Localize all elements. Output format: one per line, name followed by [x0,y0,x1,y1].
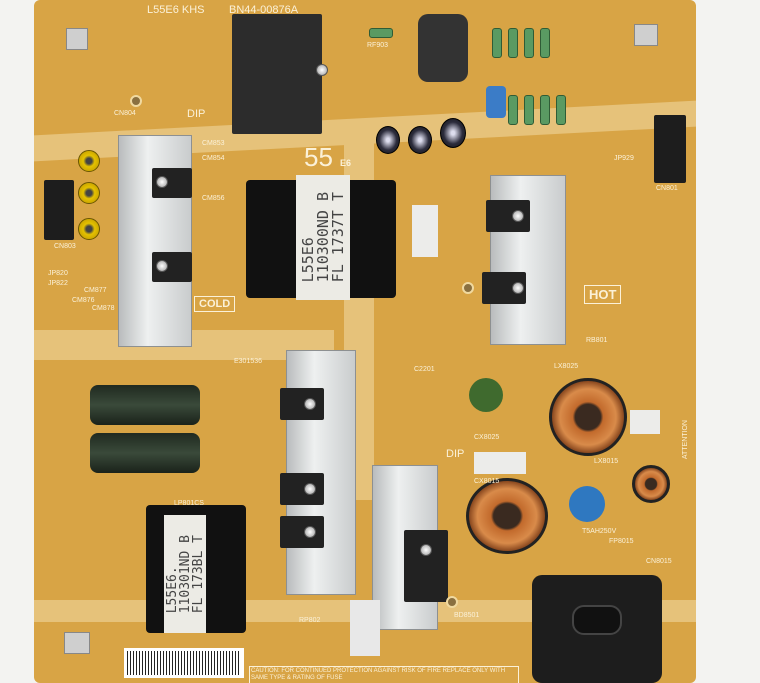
disc-capacitor [569,486,605,522]
ref-label: FP8015 [609,538,634,545]
ref-label: CM878 [92,305,115,312]
capacitor [440,118,466,148]
mounting-clip [634,24,658,46]
dip-label: DIP [187,108,206,120]
ref-label: RP802 [299,617,321,624]
resistor [524,28,534,58]
resistor [508,28,518,58]
x-capacitor [630,410,660,434]
ref-label: CX8015 [474,478,500,485]
output-connector [44,180,74,240]
mosfet [152,168,192,198]
ref-label: CN8015 [646,558,672,565]
ref-label: JP822 [48,280,68,287]
resistor [492,28,502,58]
capacitor [376,126,400,154]
ref-label: CN803 [54,243,76,250]
part-number-label: BN44-00876A [229,4,299,16]
ref-label: CN801 [656,185,678,192]
resistor [369,28,393,38]
electrolytic-capacitor [90,385,200,425]
resistor [540,28,550,58]
attention-label: ATTENTION [682,420,689,460]
screw-icon [316,64,328,76]
screw-icon [156,260,168,272]
pcb-board: L55E6 KHS BN44-00876A 55 E6 COLD HOT DIP… [34,0,696,683]
ac-socket [572,605,622,635]
ac-inlet [532,575,662,683]
inductor-cover [232,14,328,134]
screw-icon [512,282,524,294]
power-inductor [418,14,468,82]
transformer-label: L55E6 110300ND B FL 1737T T [296,175,350,300]
mounting-clip [64,632,90,654]
bridge-rectifier [404,530,448,602]
hot-label: HOT [584,285,622,304]
common-mode-choke [466,478,548,554]
screw-icon [304,398,316,410]
transformer-lot: FL 1737T T [328,192,347,283]
x-capacitor [412,205,438,257]
ref-label: CM856 [202,195,225,202]
ref-label: RB801 [586,337,608,344]
small-choke [632,465,670,503]
ref-label: CX8025 [474,434,500,441]
mosfet [280,473,324,505]
screw-icon [420,544,432,556]
ref-label: JP820 [48,270,68,277]
barcode-sticker [124,648,244,678]
film-capacitor [486,86,506,118]
mosfet [482,272,526,304]
dip-label: DIP [446,448,465,460]
resistor [540,95,550,125]
capacitor [408,126,432,154]
heatsink [118,135,192,347]
ref-label: CM853 [202,140,225,147]
fuse-rating-label: T5AH250V [582,528,617,535]
common-mode-choke [549,378,627,456]
ref-label: CM854 [202,155,225,162]
ref-label: JP929 [614,155,634,162]
mounting-hole [130,95,142,107]
mosfet [280,388,324,420]
capacitor [78,182,100,204]
mosfet [280,516,324,548]
x-capacitor [350,600,380,656]
size-mark: 55 [304,142,333,172]
ref-label: CM877 [84,287,107,294]
mosfet [486,200,530,232]
ref-label: LX8015 [594,458,619,465]
screw-icon [156,176,168,188]
screw-icon [304,526,316,538]
ref-label: C2201 [414,366,435,373]
mounting-hole [462,282,474,294]
mounting-clip [66,28,88,50]
mounting-hole [446,596,458,608]
screw-icon [512,210,524,222]
ref-label: LP801CS [174,500,204,507]
ref-label: LX8025 [554,363,579,370]
electrolytic-capacitor [90,433,200,473]
ref-label: CM876 [72,297,95,304]
caution-label: CAUTION: FOR CONTINUED PROTECTION AGAINS… [249,666,519,683]
series-mark: E6 [340,158,352,168]
ref-label: RF903 [367,42,389,49]
mosfet [152,252,192,282]
output-connector [654,115,686,183]
transformer-label: L55E6. 110301ND B FL 173BL T [164,515,206,633]
cold-label: COLD [194,296,236,312]
resistor [524,95,534,125]
ref-label: BD8501 [454,612,480,619]
ref-label: CN804 [114,110,136,117]
screw-icon [304,483,316,495]
x-capacitor [474,452,526,474]
model-label: L55E6 KHS [147,4,205,16]
resistor [556,95,566,125]
resistor [508,95,518,125]
varistor [469,378,503,412]
capacitor [78,218,100,240]
capacitor [78,150,100,172]
ul-cert-label: E301536 [234,358,263,365]
transformer-lot: FL 173BL T [190,534,206,614]
